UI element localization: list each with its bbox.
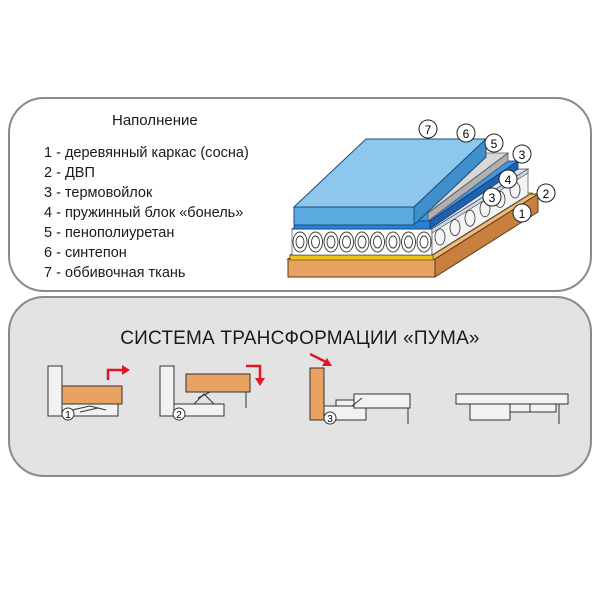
layer-fabric <box>292 137 488 227</box>
spring-coil <box>323 231 339 253</box>
layer-marker-7: 7 <box>418 119 438 139</box>
legend-item-foam: 5 - пенополиуретан <box>44 225 175 241</box>
layer-marker-3-lower: 3 <box>482 187 502 207</box>
transformation-title: СИСТЕМА ТРАНСФОРМАЦИИ «ПУМА» <box>120 328 480 349</box>
layer-marker-6: 6 <box>456 123 476 143</box>
svg-text:3: 3 <box>519 148 526 162</box>
transformation-steps-diagram: 1 2 3 <box>47 352 569 425</box>
step-2-arrow-icon <box>246 364 265 386</box>
spring-coil-side <box>449 219 461 236</box>
svg-text:4: 4 <box>505 173 512 187</box>
transformation-panel: СИСТЕМА ТРАНСФОРМАЦИИ «ПУМА» 1 2 <box>8 296 592 477</box>
spring-coil-inner <box>326 235 336 249</box>
spring-coil-side <box>434 228 446 246</box>
legend-item-frame: 1 - деревянный каркас (сосна) <box>44 145 249 161</box>
filling-legend: 1 - деревянный каркас (сосна) 2 - ДВП 3 … <box>44 143 249 283</box>
svg-text:1: 1 <box>65 410 71 421</box>
legend-item-spring-block: 4 - пружинный блок «бонель» <box>44 205 244 221</box>
svg-text:5: 5 <box>491 137 498 151</box>
spring-coil-inner <box>311 235 320 249</box>
mattress-layers-diagram: 7 6 5 3 4 3 2 1 <box>286 119 556 278</box>
step-1-sofa: 1 <box>47 365 123 421</box>
legend-item-fiberboard: 2 - ДВП <box>44 165 95 181</box>
spring-coil <box>401 231 416 253</box>
spring-coil-side <box>464 209 476 227</box>
spring-coil-inner <box>388 235 398 249</box>
spring-coil <box>385 231 401 253</box>
step-2-sofa: 2 <box>159 365 251 421</box>
svg-text:3: 3 <box>327 414 333 425</box>
svg-text:6: 6 <box>463 127 470 141</box>
filling-title: Наполнение <box>112 112 198 129</box>
spring-coil-inner <box>295 235 305 249</box>
svg-text:3: 3 <box>489 191 496 205</box>
legend-item-fabric: 7 - оббивочная ткань <box>44 265 186 281</box>
layer-marker-3-upper: 3 <box>512 144 532 164</box>
svg-text:2: 2 <box>176 410 182 421</box>
legend-item-padding: 6 - синтепон <box>44 245 127 261</box>
layer-marker-2: 2 <box>536 183 556 203</box>
spring-coil <box>370 231 385 253</box>
step-3-arrow-icon <box>309 352 332 366</box>
layer-marker-1: 1 <box>512 203 532 223</box>
legend-item-felt: 3 - термовойлок <box>44 185 153 201</box>
spring-coil <box>416 231 432 253</box>
spring-coil <box>339 231 354 253</box>
step-3-sofa: 3 <box>309 367 411 425</box>
spring-coil-inner <box>419 235 429 249</box>
spring-coil-inner <box>373 235 382 249</box>
spring-coil-inner <box>404 235 413 249</box>
spring-coil-inner <box>357 235 367 249</box>
svg-text:1: 1 <box>519 207 526 221</box>
spring-coil <box>354 231 370 253</box>
layer-marker-5: 5 <box>484 133 504 153</box>
step-1-arrow-icon <box>106 365 130 380</box>
spring-coil-inner <box>342 235 351 249</box>
filling-panel: Наполнение 1 - деревянный каркас (сосна)… <box>8 97 592 292</box>
spring-coil <box>292 231 308 253</box>
spring-coil <box>308 231 323 253</box>
final-bed-state <box>455 393 569 424</box>
layer-marker-4: 4 <box>498 169 518 189</box>
svg-text:2: 2 <box>543 187 550 201</box>
svg-text:7: 7 <box>425 123 432 137</box>
